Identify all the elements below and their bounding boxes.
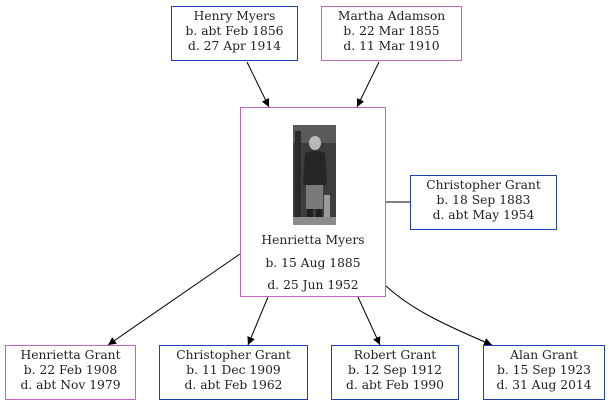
edge-father-to-focus: [246, 61, 270, 108]
person-birth: b. 15 Sep 1923: [496, 363, 592, 377]
person-name: Robert Grant: [353, 348, 437, 362]
parent-node-mother[interactable]: Martha Adamson b. 22 Mar 1855 d. 11 Mar …: [321, 6, 462, 61]
person-death: d. abt Nov 1979: [20, 378, 121, 392]
person-name: Martha Adamson: [337, 9, 446, 23]
person-photo-icon: [293, 125, 336, 225]
focus-person-node[interactable]: Henrietta Myers b. 15 Aug 1885 d. 25 Jun…: [240, 107, 386, 297]
person-birth: b. 11 Dec 1909: [186, 363, 281, 377]
edge-focus-to-child-2: [247, 296, 269, 346]
person-birth: b. 12 Sep 1912: [347, 363, 443, 377]
person-birth: b. 22 Feb 1908: [23, 363, 118, 377]
person-name: Christopher Grant: [176, 348, 291, 362]
edge-focus-to-child-4: [385, 285, 493, 346]
edge-mother-to-focus: [356, 61, 380, 108]
person-name: Christopher Grant: [426, 178, 541, 192]
parent-node-father[interactable]: Henry Myers b. abt Feb 1856 d. 27 Apr 19…: [171, 6, 298, 61]
child-node-1[interactable]: Henrietta Grant b. 22 Feb 1908 d. abt No…: [5, 345, 136, 400]
person-name: Henry Myers: [193, 9, 276, 23]
edge-focus-to-child-1: [107, 253, 241, 346]
child-node-3[interactable]: Robert Grant b. 12 Sep 1912 d. abt Feb 1…: [331, 345, 459, 400]
person-birth: b. 15 Aug 1885: [265, 256, 361, 270]
person-death: d. abt Feb 1962: [184, 378, 283, 392]
person-death: d. 31 Aug 2014: [496, 378, 592, 392]
person-death: d. 11 Mar 1910: [343, 39, 440, 53]
person-death: d. 27 Apr 1914: [187, 39, 282, 53]
person-name: Henrietta Grant: [20, 348, 121, 362]
person-death: d. abt Feb 1990: [346, 378, 444, 392]
child-node-4[interactable]: Alan Grant b. 15 Sep 1923 d. 31 Aug 2014: [483, 345, 605, 400]
edge-focus-to-child-3: [357, 296, 381, 346]
person-birth: b. 18 Sep 1883: [436, 193, 531, 207]
person-birth: b. abt Feb 1856: [185, 24, 284, 38]
person-name: Henrietta Myers: [261, 233, 365, 247]
spouse-node[interactable]: Christopher Grant b. 18 Sep 1883 d. abt …: [410, 175, 557, 230]
child-node-2[interactable]: Christopher Grant b. 11 Dec 1909 d. abt …: [159, 345, 308, 400]
person-death: d. abt May 1954: [432, 208, 535, 222]
person-name: Alan Grant: [510, 348, 578, 362]
person-birth: b. 22 Mar 1855: [343, 24, 440, 38]
person-death: d. 25 Jun 1952: [267, 278, 359, 292]
